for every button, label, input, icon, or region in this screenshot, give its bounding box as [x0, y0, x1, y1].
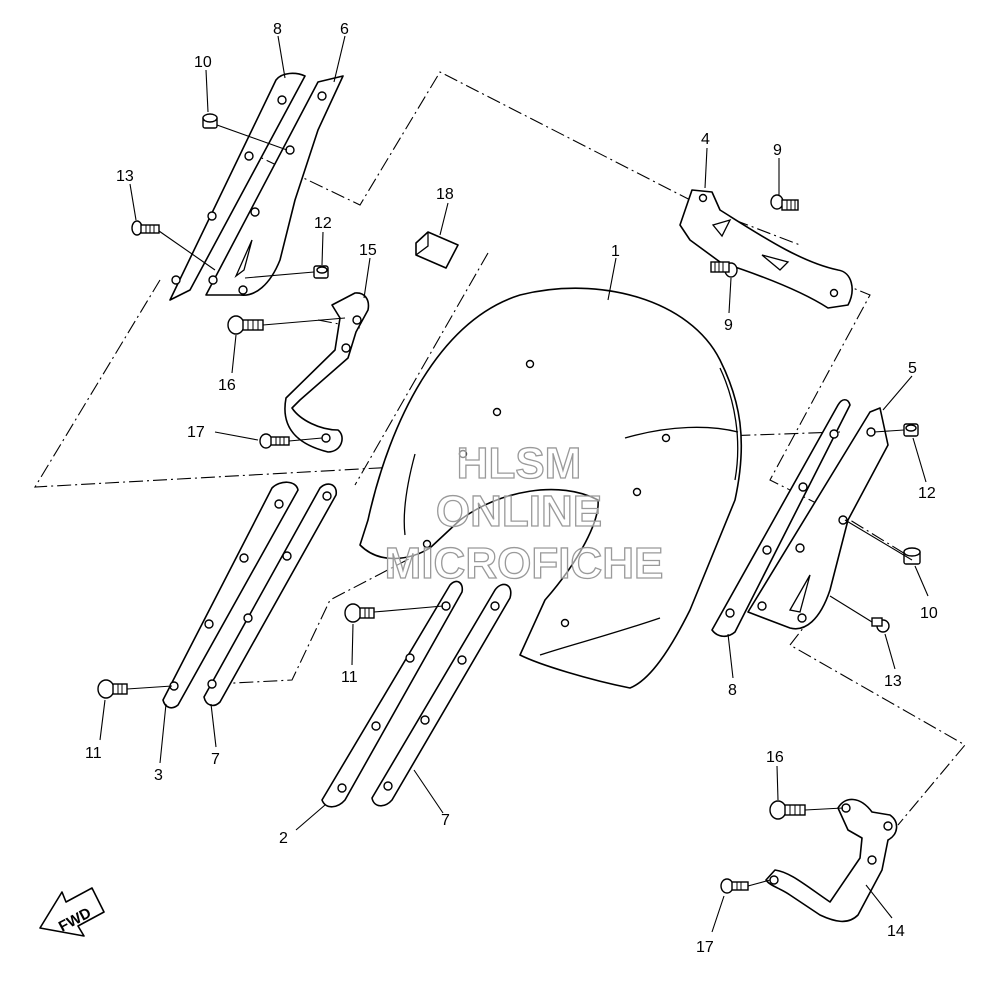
- bolt-part-11-left: [97, 679, 128, 699]
- bolt-part-17-left: [259, 433, 290, 449]
- stay-part-6: [205, 75, 344, 296]
- stay-part-8-left: [169, 72, 306, 301]
- callout-11-left: 11: [85, 745, 102, 762]
- screw-part-13-right: [871, 617, 890, 633]
- bolt-part-16-right: [769, 800, 806, 820]
- windshield-part-1: [359, 287, 743, 689]
- pad-part-18: [415, 231, 459, 269]
- callout-6: 6: [340, 21, 349, 38]
- callout-9-upper: 9: [773, 142, 782, 159]
- callout-1: 1: [611, 243, 620, 260]
- callout-13-right: 13: [884, 673, 902, 690]
- callout-10-left: 10: [194, 54, 212, 71]
- callout-15: 15: [359, 242, 377, 259]
- callout-3: 3: [154, 767, 163, 784]
- watermark-line-2: ONLINE: [436, 487, 602, 536]
- fastener-connector-lines: [126, 124, 913, 887]
- callout-7-left: 7: [211, 751, 220, 768]
- strip-part-7-left: [203, 483, 338, 707]
- stay-part-5: [747, 407, 889, 630]
- callout-10-right: 10: [920, 605, 938, 622]
- callout-2: 2: [279, 830, 288, 847]
- nut-part-10-left: [202, 113, 218, 129]
- bolt-part-11-center: [344, 603, 375, 623]
- stay-part-15: [284, 292, 370, 453]
- bracket-part-4: [679, 189, 853, 309]
- callout-9-lower: 9: [724, 317, 733, 334]
- callout-13-left: 13: [116, 168, 134, 185]
- callout-12-left: 12: [314, 215, 332, 232]
- callout-17-left: 17: [187, 424, 205, 441]
- callout-labels: 1 2 3 4 5 6 7 7 8 8 9 9 10 10 11 11 12 1…: [85, 21, 938, 956]
- screw-part-13-left: [131, 220, 160, 236]
- fwd-arrow-icon: FWD: [39, 887, 105, 937]
- stay-part-8-right: [711, 398, 851, 638]
- callout-8-left: 8: [273, 21, 282, 38]
- nut-part-10-right: [903, 547, 921, 565]
- callout-16-right: 16: [766, 749, 784, 766]
- callout-7-center: 7: [441, 812, 450, 829]
- callout-14: 14: [887, 923, 905, 940]
- strip-part-7-center: [371, 583, 512, 807]
- stay-part-14: [765, 798, 898, 923]
- watermark-line-3: MICROFICHE: [385, 539, 664, 588]
- screw-part-9-lower: [710, 261, 738, 278]
- strip-part-2: [321, 580, 464, 808]
- callout-18: 18: [436, 186, 454, 203]
- bolt-part-16-left: [227, 315, 264, 335]
- callout-12-right: 12: [918, 485, 936, 502]
- strip-part-3: [162, 481, 299, 709]
- callout-11-center: 11: [341, 669, 358, 686]
- nut-part-12-right: [903, 423, 919, 437]
- screw-part-9-upper: [770, 194, 799, 211]
- callout-leaders: [99, 35, 929, 933]
- callout-4: 4: [701, 131, 710, 148]
- bolt-part-17-right: [720, 878, 749, 894]
- callout-16-left: 16: [218, 377, 236, 394]
- callout-8-right: 8: [728, 682, 737, 699]
- watermark: HLSM ONLINE MICROFICHE: [384, 438, 664, 588]
- watermark-line-1: HLSM: [457, 439, 582, 488]
- nut-part-12-left: [313, 265, 329, 279]
- callout-5: 5: [908, 360, 917, 377]
- callout-17-right: 17: [696, 939, 714, 956]
